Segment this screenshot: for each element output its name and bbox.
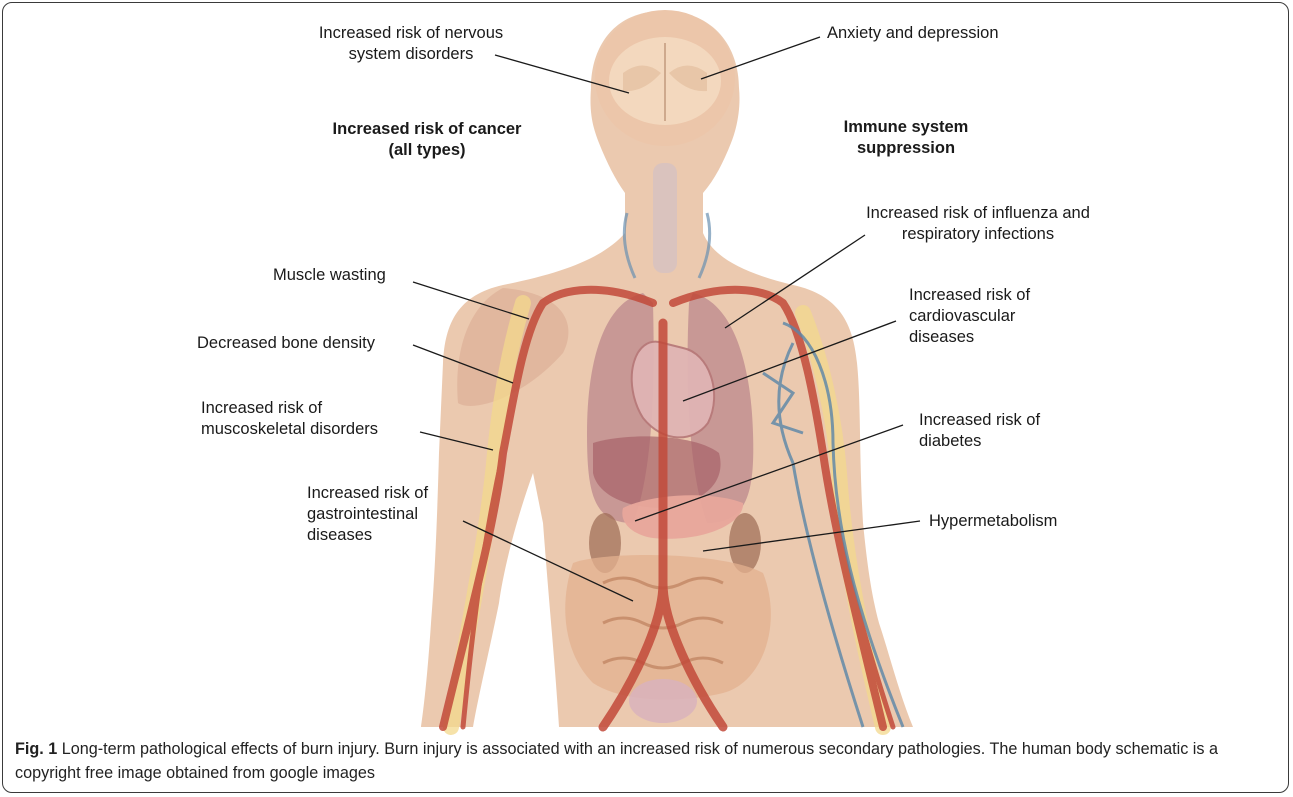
leader-gastro [463,521,633,601]
figure-caption: Fig. 1 Long-term pathological effects of… [15,737,1277,785]
label-nervous-system: Increased risk of nervous system disorde… [287,23,535,65]
leader-muscle [413,282,529,319]
label-anxiety-depression: Anxiety and depression [827,23,1057,44]
leader-diabetes [635,425,903,521]
leader-anxiety [701,37,820,79]
label-cancer-risk: Increased risk of cancer (all types) [299,119,555,161]
leader-influenza [725,235,865,328]
leader-bone [413,345,513,383]
label-influenza-respiratory: Increased risk of influenza and respirat… [833,203,1123,245]
label-immune-suppression: Immune system suppression [813,117,999,159]
leader-lines [3,3,1289,793]
leader-hypermetabolism [703,521,920,551]
label-cardiovascular: Increased risk of cardiovascular disease… [909,285,1079,348]
caption-text: Long-term pathological effects of burn i… [15,740,1218,782]
figure-number: Fig. 1 [15,740,57,758]
label-musculoskeletal: Increased risk of muscoskeletal disorder… [201,398,421,440]
label-hypermetabolism: Hypermetabolism [929,511,1099,532]
leader-cardio [683,321,896,401]
label-muscle-wasting: Muscle wasting [273,265,423,286]
label-bone-density: Decreased bone density [197,333,417,354]
leader-musculoskeletal [420,432,493,450]
label-diabetes: Increased risk of diabetes [919,410,1089,452]
label-gastrointestinal: Increased risk of gastrointestinal disea… [307,483,477,546]
